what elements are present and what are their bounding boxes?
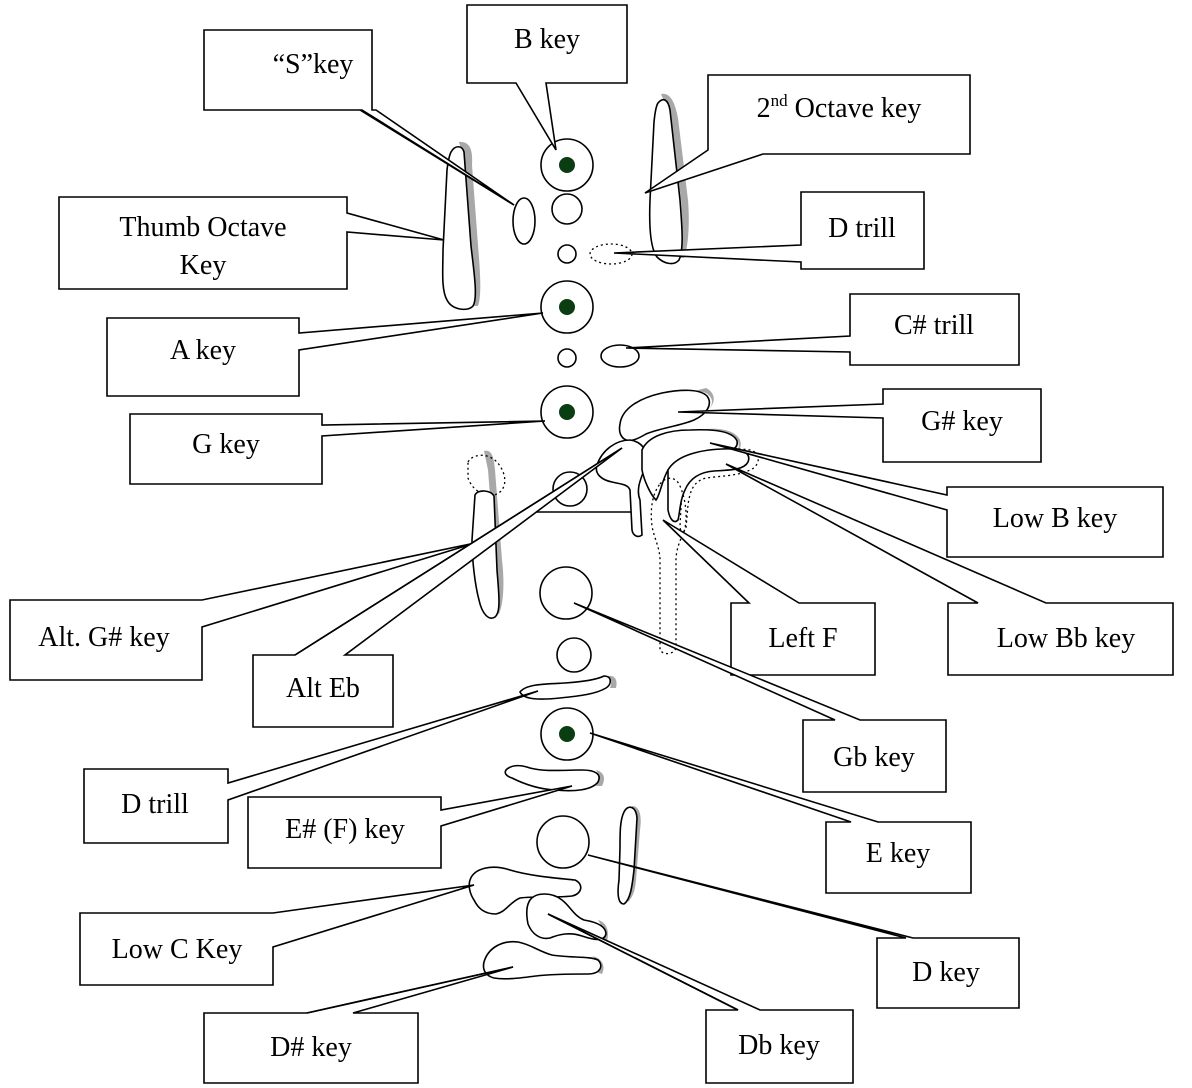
low-b-key-label: Low B key xyxy=(993,503,1117,534)
callout-gb-key: Gb key xyxy=(573,602,947,793)
gb-key-ring xyxy=(539,566,593,620)
b-key-label: B key xyxy=(514,24,580,55)
a-key-pad xyxy=(559,299,575,315)
callout-low-c-key: Low C Key xyxy=(79,884,475,986)
callout-b-key: B key xyxy=(466,4,628,151)
b-key-pad xyxy=(559,157,575,173)
thumb-octave-key-shape xyxy=(441,141,481,311)
g-key-label: G key xyxy=(192,429,260,460)
callout-db-key: Db key xyxy=(547,913,854,1084)
callout-g-key: G key xyxy=(129,413,546,485)
e-key-label: E key xyxy=(866,838,931,869)
g-sharp-key-label: G# key xyxy=(921,406,1003,437)
e-sharp-f-key-shape xyxy=(504,764,604,792)
c-sharp-trill-shape xyxy=(600,344,640,368)
a-key-label: A key xyxy=(170,335,236,366)
g-sharp-key-shape xyxy=(618,388,714,442)
small-vent-hole-upper xyxy=(557,244,577,264)
callout-d-sharp-key: D# key xyxy=(203,966,514,1084)
thumb-octave-label-line1: Thumb Octave xyxy=(119,212,286,243)
s-key-label: “S”key xyxy=(273,49,354,80)
d-sharp-key-shape xyxy=(482,940,604,980)
gb-key-label: Gb key xyxy=(833,742,915,773)
d-trill-upper-label: D trill xyxy=(828,213,896,244)
db-key-label: Db key xyxy=(738,1030,820,1061)
alt-eb-key-shape xyxy=(595,439,648,538)
callout-alt-eb: Alt Eb xyxy=(252,447,623,728)
side-low-key-shape xyxy=(617,806,641,905)
s-key-shape xyxy=(512,197,536,245)
low-c-key-label: Low C Key xyxy=(112,934,243,965)
left-f-key-shape xyxy=(650,477,687,655)
f-hole xyxy=(556,637,592,673)
callout-second-octave-key: 2nd Octave key xyxy=(644,74,971,194)
thumb-octave-label-line2: Key xyxy=(180,250,227,281)
d-sharp-key-label: D# key xyxy=(270,1032,352,1063)
callout-low-b-key: Low B key xyxy=(709,442,1164,558)
callouts: “S”key B key 2nd Octave key Thumb Octave… xyxy=(9,4,1174,1084)
callout-d-trill-upper: D trill xyxy=(613,191,925,270)
callout-e-sharp-f-key: E# (F) key xyxy=(247,785,573,869)
bis-hole xyxy=(551,193,583,225)
alt-eb-label: Alt Eb xyxy=(286,673,360,704)
callout-a-key: A key xyxy=(106,312,544,397)
g-key-pad xyxy=(559,404,575,420)
c-sharp-trill-label: C# trill xyxy=(894,310,974,341)
callout-thumb-octave-key: Thumb Octave Key xyxy=(58,196,445,290)
left-f-label: Left F xyxy=(768,623,837,654)
small-vent-hole-lower xyxy=(557,348,577,368)
callout-g-sharp-key: G# key xyxy=(677,388,1042,463)
d-key-label: D key xyxy=(912,957,980,988)
low-bb-key-label: Low Bb key xyxy=(997,623,1135,654)
callout-left-f: Left F xyxy=(662,519,876,676)
e-sharp-f-key-label: E# (F) key xyxy=(285,814,405,845)
d-trill-lower-shape xyxy=(519,675,617,700)
callout-alt-g-sharp-key: Alt. G# key xyxy=(9,542,476,681)
instrument-keys xyxy=(441,93,759,980)
second-octave-key-label: 2nd Octave key xyxy=(757,91,922,124)
callout-low-bb-key: Low Bb key xyxy=(725,463,1174,676)
callout-s-key: “S”key xyxy=(203,29,515,206)
callout-e-key: E key xyxy=(589,732,972,894)
callout-c-sharp-trill: C# trill xyxy=(625,293,1020,366)
d-key-ring xyxy=(536,815,590,869)
callout-d-trill-lower: D trill xyxy=(83,690,539,844)
callout-d-key: D key xyxy=(587,854,1020,1009)
e-key-pad xyxy=(559,726,575,742)
d-trill-lower-label: D trill xyxy=(121,789,189,820)
low-bb-key-shape xyxy=(667,448,759,533)
alt-g-sharp-key-label: Alt. G# key xyxy=(38,622,169,653)
